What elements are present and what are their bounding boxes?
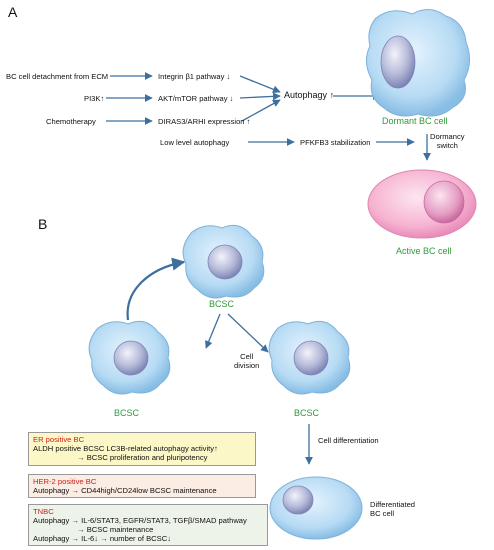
bcsc-top-label: BCSC bbox=[209, 299, 235, 309]
up-arrow-icon: ↑ bbox=[246, 117, 251, 126]
dormant-cell-label: Dormant BC cell bbox=[382, 116, 448, 126]
autophagy-label: Autophagy ↑ bbox=[284, 90, 335, 100]
dormant-bc-cell bbox=[366, 9, 470, 117]
left-label-chemotherapy: Chemotherapy bbox=[46, 117, 96, 126]
bcsc-cell-top bbox=[182, 224, 265, 299]
tnbc-line-3: Autophagy → IL-6↓ → number of BCSC↓ bbox=[33, 534, 172, 543]
panel-a-arrows bbox=[106, 72, 431, 161]
tnbc-title: TNBC bbox=[33, 507, 54, 516]
er-positive-title: ER positive BC bbox=[33, 435, 85, 444]
her2-positive-box: HER-2 positive BC Autophagy → CD44high/C… bbox=[28, 474, 256, 498]
mid-label-diras: DIRAS3/ARHI expression ↑ bbox=[158, 117, 251, 126]
cell-division-label: Cell division bbox=[234, 352, 260, 370]
panel-a-label: A bbox=[8, 4, 18, 20]
differentiated-bc-cell bbox=[269, 476, 363, 540]
panel-b-arrows bbox=[126, 257, 313, 465]
left-label-detachment: BC cell detachment from ECM bbox=[6, 72, 109, 81]
up-arrow-icon: ↑ bbox=[329, 90, 335, 100]
active-bc-cell bbox=[367, 169, 477, 239]
arrow-akt-autophagy bbox=[239, 92, 281, 101]
arrow-division-right bbox=[227, 313, 269, 353]
bcsc-left-label: BCSC bbox=[114, 408, 140, 418]
mid-label-integrin: Integrin β1 pathway ↓ bbox=[158, 72, 231, 81]
dormancy-switch-label: Dormancy switch bbox=[430, 132, 465, 150]
er-positive-box: ER positive BC ALDH positive BCSC LC3B-r… bbox=[28, 432, 256, 466]
bcsc-cell-left bbox=[88, 320, 171, 395]
arrow-integrin-autophagy bbox=[239, 75, 281, 94]
down-arrow-icon: ↓ bbox=[226, 72, 231, 81]
arrow-diras-autophagy bbox=[241, 99, 281, 122]
her2-positive-title: HER-2 positive BC bbox=[33, 477, 97, 486]
mid-label-akt: AKT/mTOR pathway ↓ bbox=[158, 94, 234, 103]
panel-b-label: B bbox=[38, 216, 48, 232]
er-positive-line-2: → BCSC proliferation and pluripotency bbox=[77, 453, 208, 462]
her2-positive-line-1: Autophagy → CD44high/CD24low BCSC mainte… bbox=[33, 486, 217, 495]
down-arrow-icon: ↓ bbox=[229, 94, 234, 103]
self-renewal-arrow bbox=[126, 257, 186, 321]
bcsc-right-label: BCSC bbox=[294, 408, 320, 418]
arrow-division-left bbox=[205, 313, 221, 349]
cell-differentiation-label: Cell differentiation bbox=[318, 436, 379, 445]
tnbc-line-1: Autophagy → IL-6/STAT3, EGFR/STAT3, TGFβ… bbox=[33, 516, 247, 525]
tnbc-line-2: → BCSC maintenance bbox=[77, 525, 154, 534]
tnbc-box: TNBC Autophagy → IL-6/STAT3, EGFR/STAT3,… bbox=[28, 504, 268, 546]
left-label-pi3k: PI3K↑ bbox=[84, 94, 105, 103]
up-arrow-icon: ↑ bbox=[100, 94, 105, 103]
bcsc-cell-right bbox=[268, 320, 351, 395]
differentiated-cell-label: Differentiated BC cell bbox=[370, 500, 416, 518]
active-cell-label: Active BC cell bbox=[396, 246, 452, 256]
mid-label-pfkfb3: PFKFB3 stabilization bbox=[300, 138, 371, 147]
er-positive-line-1: ALDH positive BCSC LC3B-related autophag… bbox=[33, 444, 218, 453]
left-label-low-autophagy: Low level autophagy bbox=[160, 138, 230, 147]
